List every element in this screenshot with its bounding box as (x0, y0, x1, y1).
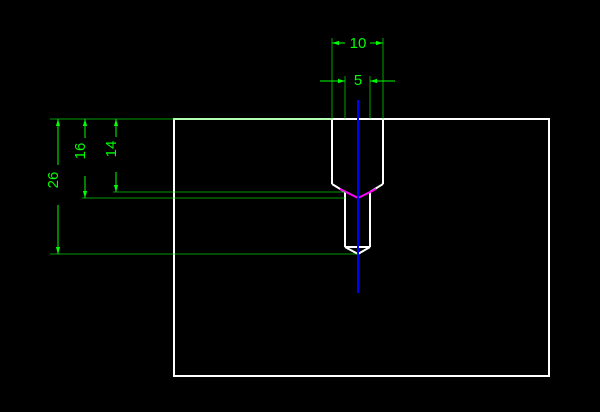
dimension-depth-total-label: 26 (45, 172, 62, 189)
dimension-depth-total: 26 (45, 119, 62, 254)
extension-lines-vertical (331, 38, 384, 119)
dimension-inner-diameter-label: 5 (354, 72, 362, 89)
dimension-inner-diameter: 5 (320, 72, 395, 89)
dimension-depth-counterbore: 14 (103, 119, 120, 192)
dimension-outer-diameter: 10 (332, 35, 383, 52)
step-highlight (339, 188, 377, 199)
extension-lines-horizontal (50, 118, 358, 255)
part-outline (173, 118, 550, 377)
dimension-depth-step-label: 16 (72, 143, 89, 160)
dimension-depth-counterbore-label: 14 (103, 141, 120, 158)
dimension-outer-diameter-label: 10 (350, 35, 367, 52)
dimension-depth-step: 16 (72, 119, 89, 198)
